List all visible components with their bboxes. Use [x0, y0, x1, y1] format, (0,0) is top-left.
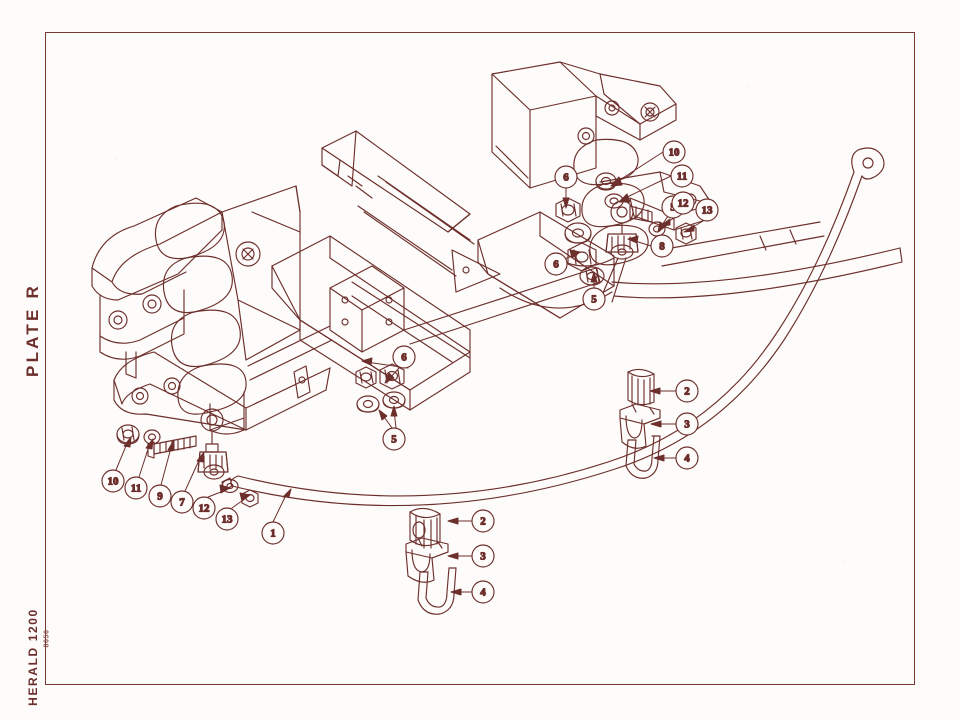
callout-number: 5	[391, 434, 397, 446]
callout-number: 1	[270, 528, 276, 540]
callout-circle	[676, 413, 698, 435]
callout-3: 3	[676, 413, 698, 435]
callout-circle	[545, 253, 567, 275]
callout-number: 2	[480, 516, 486, 528]
callout-13: 13	[216, 508, 238, 530]
callout-circle	[171, 491, 193, 513]
callout-number: 12	[678, 198, 690, 210]
callout-4: 4	[472, 581, 494, 603]
callout-circle	[583, 288, 605, 310]
callout-circle	[102, 470, 124, 492]
callout-circle	[555, 166, 577, 188]
left-suspension-assembly	[92, 186, 332, 434]
callout-number: 6	[563, 172, 569, 184]
callout-number: 11	[677, 171, 687, 183]
callout-circle	[672, 192, 694, 214]
callout-circle	[216, 508, 238, 530]
callout-8: 8	[651, 235, 673, 257]
callout-6: 6	[545, 253, 567, 275]
callout-10: 10	[102, 470, 124, 492]
callout-circle	[671, 165, 693, 187]
callout-balloons: 12342345556667891011101112131213	[102, 141, 718, 603]
part-bar-bush-bottom	[410, 508, 440, 548]
callout-number: 10	[669, 147, 681, 159]
callout-11: 11	[671, 165, 693, 187]
callout-number: 13	[222, 514, 234, 526]
part-nuts-washers-lower	[356, 364, 405, 412]
callout-9: 9	[149, 485, 171, 507]
callout-number: 11	[131, 483, 141, 495]
callout-circle	[125, 477, 147, 499]
callout-12: 12	[672, 192, 694, 214]
callout-6: 6	[555, 166, 577, 188]
callout-circle	[676, 380, 698, 402]
callout-number: 8	[659, 241, 665, 253]
callout-circle	[651, 235, 673, 257]
callout-circle	[696, 199, 718, 221]
callout-circle	[193, 497, 215, 519]
callout-number: 3	[684, 419, 690, 431]
callout-circle	[393, 346, 415, 368]
callout-12: 12	[193, 497, 215, 519]
part-nut-13-right	[676, 223, 696, 244]
rear-chassis-runner	[612, 248, 902, 298]
callout-circle	[472, 510, 494, 532]
part-u-bolt-right	[626, 436, 660, 478]
callout-7: 7	[171, 491, 193, 513]
callout-circle	[149, 485, 171, 507]
part-bar-bush-right	[628, 369, 654, 406]
callout-5: 5	[583, 288, 605, 310]
callout-6: 6	[393, 346, 415, 368]
callout-2: 2	[472, 510, 494, 532]
part-drop-link-right	[600, 201, 652, 302]
callout-number: 4	[480, 587, 486, 599]
callout-number: 6	[553, 259, 559, 271]
callout-10: 10	[663, 141, 685, 163]
anti-roll-bar	[222, 148, 884, 506]
callout-number: 2	[684, 386, 690, 398]
callout-2: 2	[676, 380, 698, 402]
callout-circle	[663, 141, 685, 163]
callout-number: 4	[684, 453, 690, 465]
callout-circle	[472, 581, 494, 603]
part-bar-bracket-bottom	[406, 538, 448, 582]
callout-circle	[383, 428, 405, 450]
part-bar-bracket-right	[620, 404, 660, 448]
page-border-rule	[45, 32, 915, 685]
leader-lines	[116, 152, 703, 595]
callout-number: 10	[108, 476, 120, 488]
callout-number: 9	[157, 491, 163, 503]
callout-number: 12	[199, 503, 211, 515]
callout-1: 1	[262, 522, 284, 544]
callout-11: 11	[125, 477, 147, 499]
callout-number: 3	[480, 551, 486, 563]
right-suspension-assembly	[492, 62, 824, 266]
callout-circle	[472, 545, 494, 567]
part-u-bolt-bottom	[418, 568, 456, 614]
callout-13: 13	[696, 199, 718, 221]
part-drop-link-left	[198, 409, 228, 479]
callout-5: 5	[383, 428, 405, 450]
callout-number: 7	[179, 497, 185, 509]
callout-number: 13	[702, 205, 714, 217]
callout-number: 6	[401, 352, 407, 364]
callout-3: 3	[472, 545, 494, 567]
callout-number: 5	[591, 294, 597, 306]
callout-circle	[262, 522, 284, 544]
callout-4: 4	[676, 447, 698, 469]
callout-circle	[676, 447, 698, 469]
